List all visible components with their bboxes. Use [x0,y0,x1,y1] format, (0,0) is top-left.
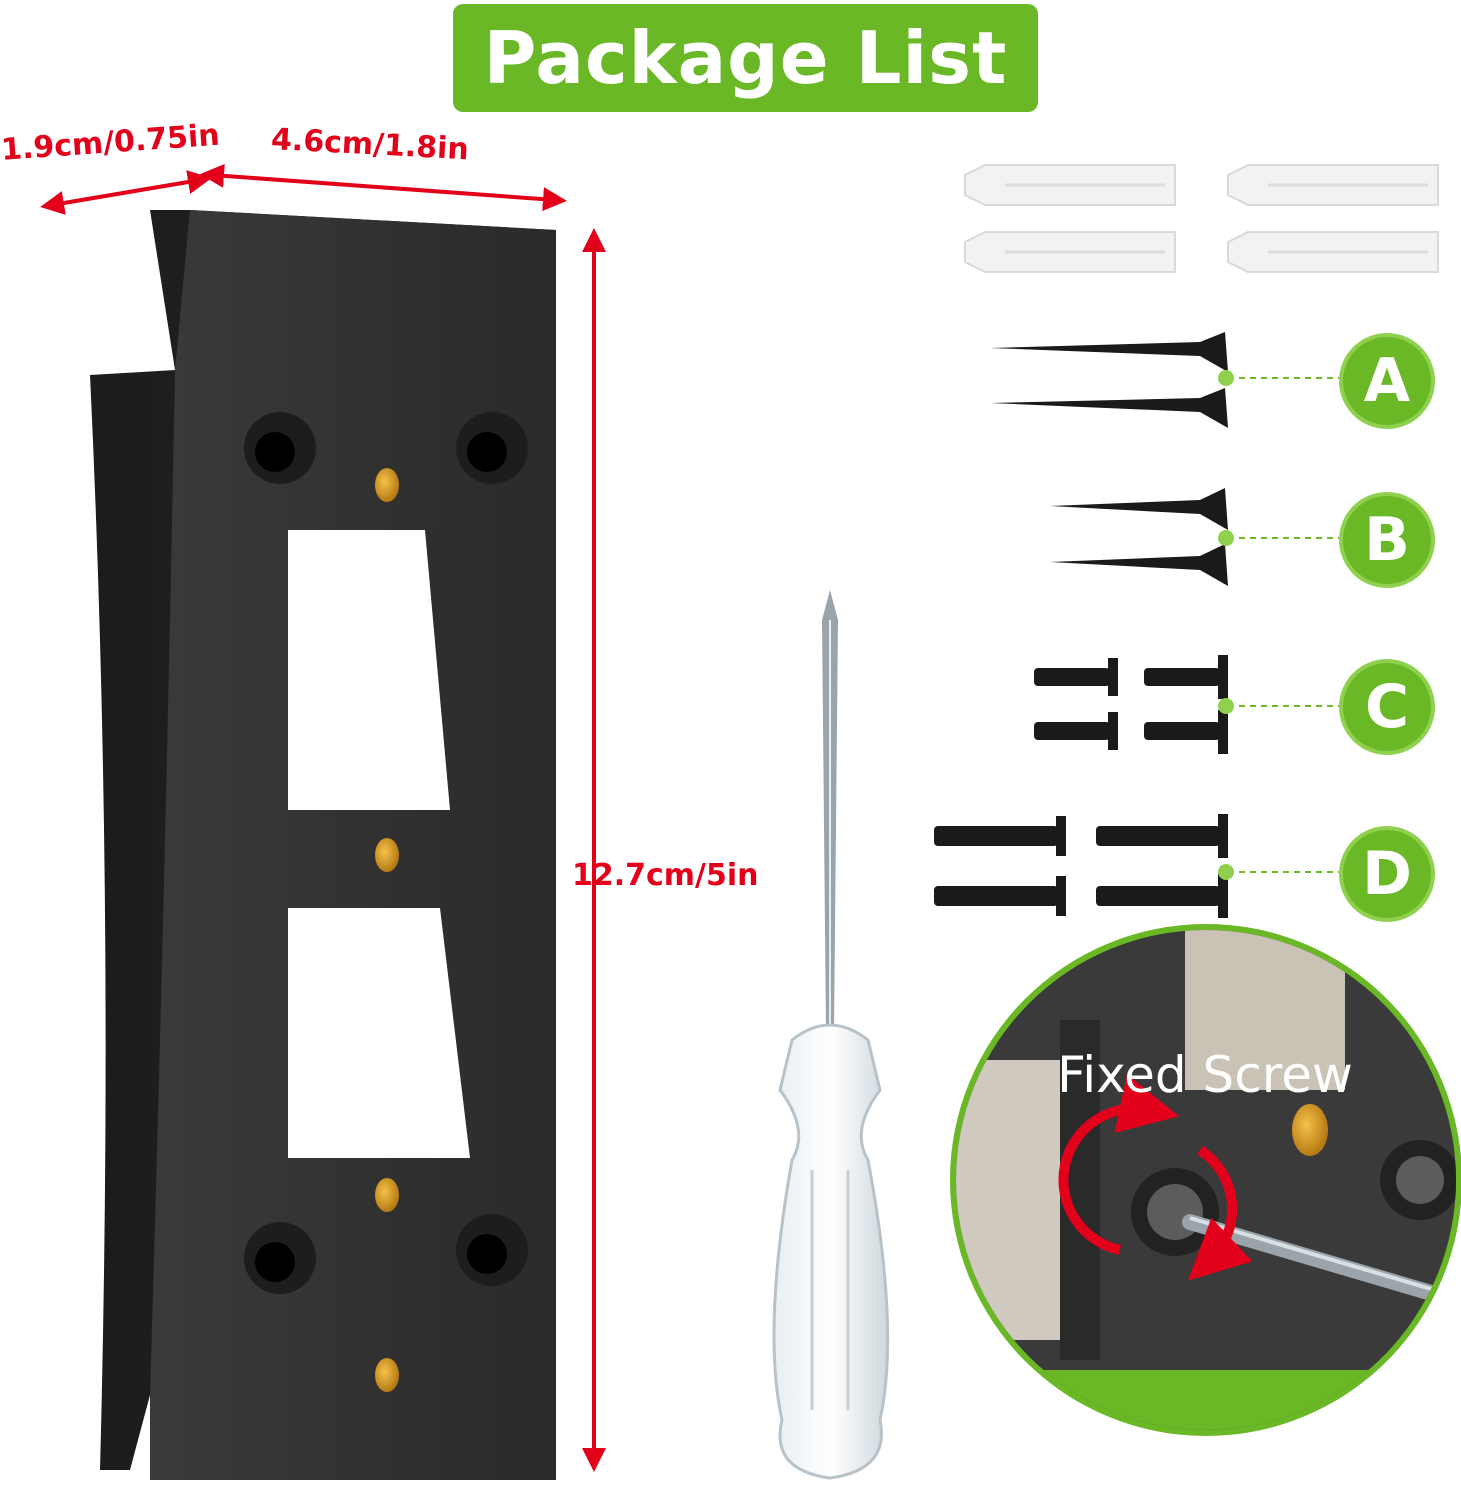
package-list-title-box: Package List [453,4,1038,112]
screwdriver [772,590,890,1480]
fixed-screw-label: Fixed Screw [1057,1046,1353,1104]
dimension-arrows [40,163,606,1472]
screw-group-b-badge: B [1339,492,1435,588]
screw-group-a-badge: A [1339,333,1435,429]
wall-anchors [964,164,1439,273]
screws-c [1034,655,1339,754]
screws-a [990,332,1339,428]
screw-group-d-badge: D [1339,826,1435,922]
mounting-holes [244,412,528,1294]
screws-d [934,814,1339,918]
fixed-screw-detail [950,924,1461,1436]
brass-inserts [375,468,399,1392]
page-title: Package List [483,16,1008,100]
doorbell-wedge-bracket [90,210,556,1480]
screws-b [1050,488,1339,586]
screw-group-c-badge: C [1339,659,1435,755]
